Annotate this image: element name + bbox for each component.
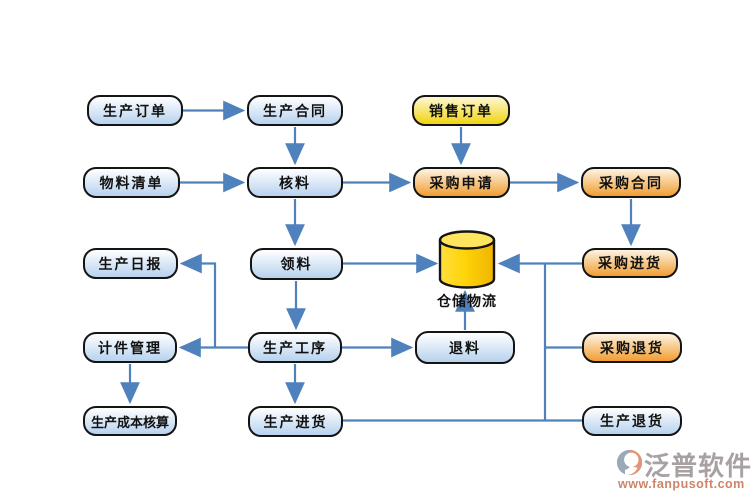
node-production-cost-accounting: 生产成本核算 <box>83 406 177 436</box>
fanpu-logo-icon <box>616 449 643 476</box>
fanpu-url-text: www.fanpusoft.com <box>618 477 745 491</box>
node-material-check: 核料 <box>247 167 343 198</box>
node-production-order: 生产订单 <box>87 95 183 126</box>
node-material-requisition: 领料 <box>250 248 343 280</box>
node-piecework-management: 计件管理 <box>83 332 177 363</box>
node-production-daily-report: 生产日报 <box>83 248 178 279</box>
fanpu-brand-text: 泛普软件 <box>644 451 753 481</box>
warehouse-label: 仓储物流 <box>437 293 497 309</box>
node-purchase-request: 采购申请 <box>413 167 510 198</box>
node-production-process: 生产工序 <box>248 332 342 363</box>
node-sales-order: 销售订单 <box>412 95 510 126</box>
node-purchase-return: 采购退货 <box>582 332 682 363</box>
node-purchase-contract: 采购合同 <box>581 167 681 198</box>
warehouse-cylinder-icon <box>437 229 497 291</box>
node-purchase-receipt: 采购进货 <box>582 248 678 278</box>
node-material-return: 退料 <box>415 331 515 364</box>
node-production-incoming: 生产进货 <box>248 406 343 437</box>
node-bom: 物料清单 <box>83 167 180 198</box>
node-production-return: 生产退货 <box>582 406 682 436</box>
edge-junction-to-production-daily <box>179 253 217 348</box>
node-production-contract: 生产合同 <box>247 95 343 126</box>
fanpu-logo: 泛普软件 www.fanpusoft.com <box>614 446 756 492</box>
